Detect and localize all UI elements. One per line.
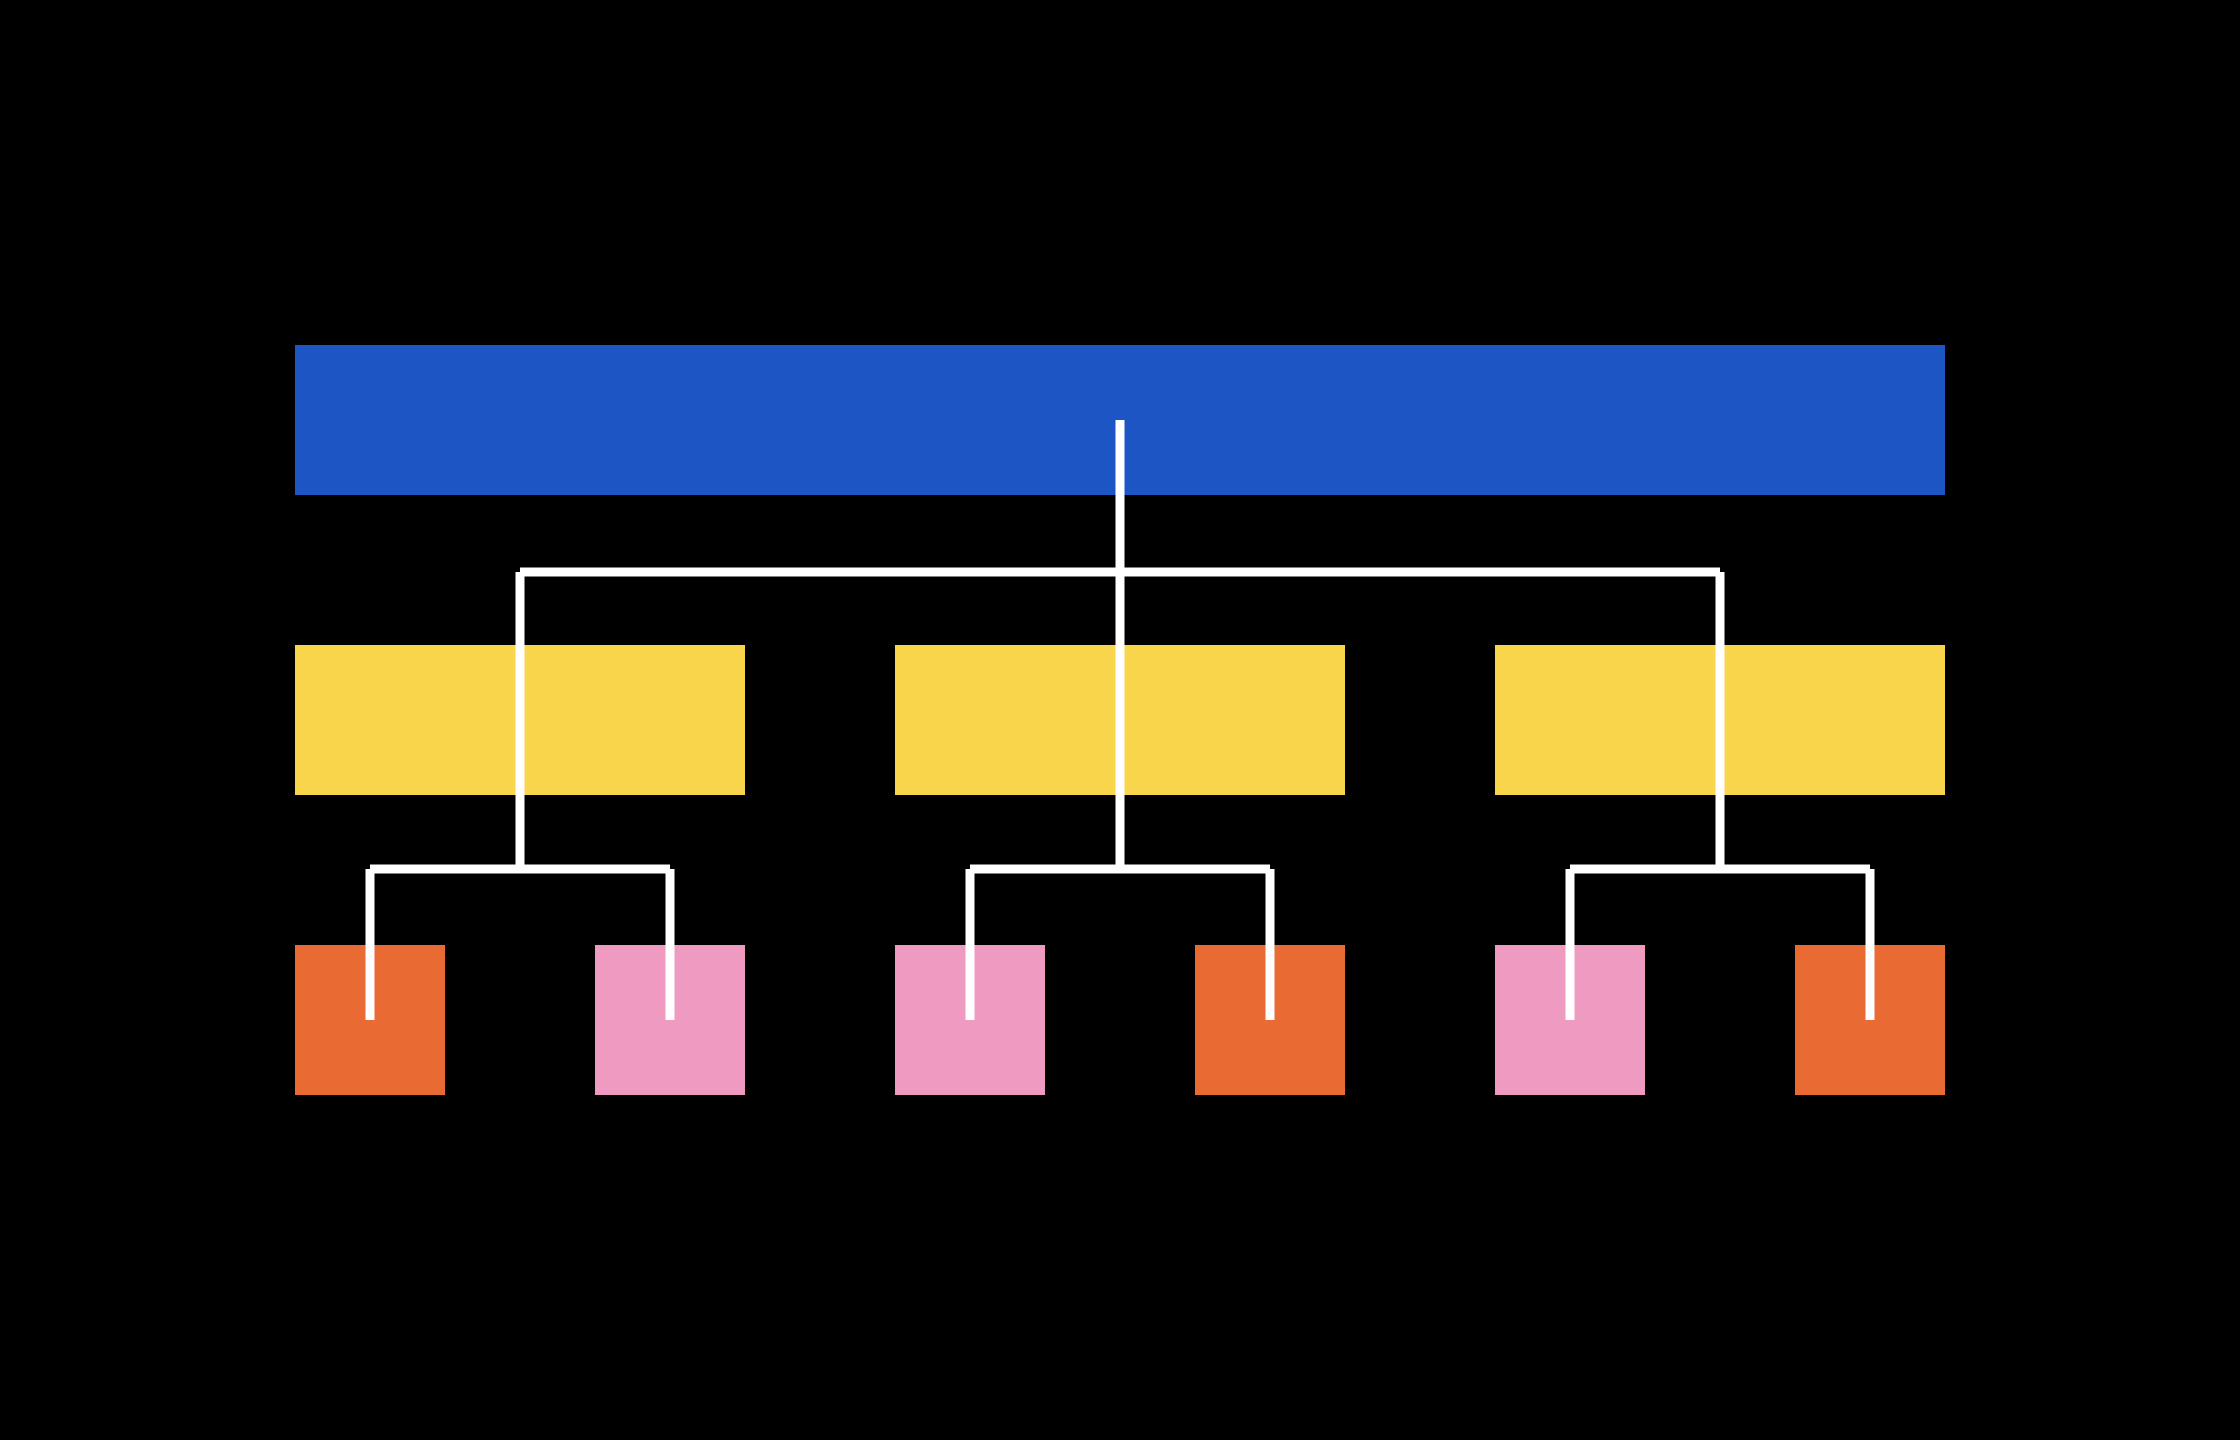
leaf-node-5: [1495, 945, 1645, 1095]
root-node: [295, 345, 1945, 495]
middle-node-2: [895, 645, 1345, 795]
leaf-node-6: [1795, 945, 1945, 1095]
leaf-node-3: [895, 945, 1045, 1095]
middle-node-3: [1495, 645, 1945, 795]
leaf-node-4: [1195, 945, 1345, 1095]
leaf-node-2: [595, 945, 745, 1095]
middle-node-1: [295, 645, 745, 795]
leaf-node-1: [295, 945, 445, 1095]
